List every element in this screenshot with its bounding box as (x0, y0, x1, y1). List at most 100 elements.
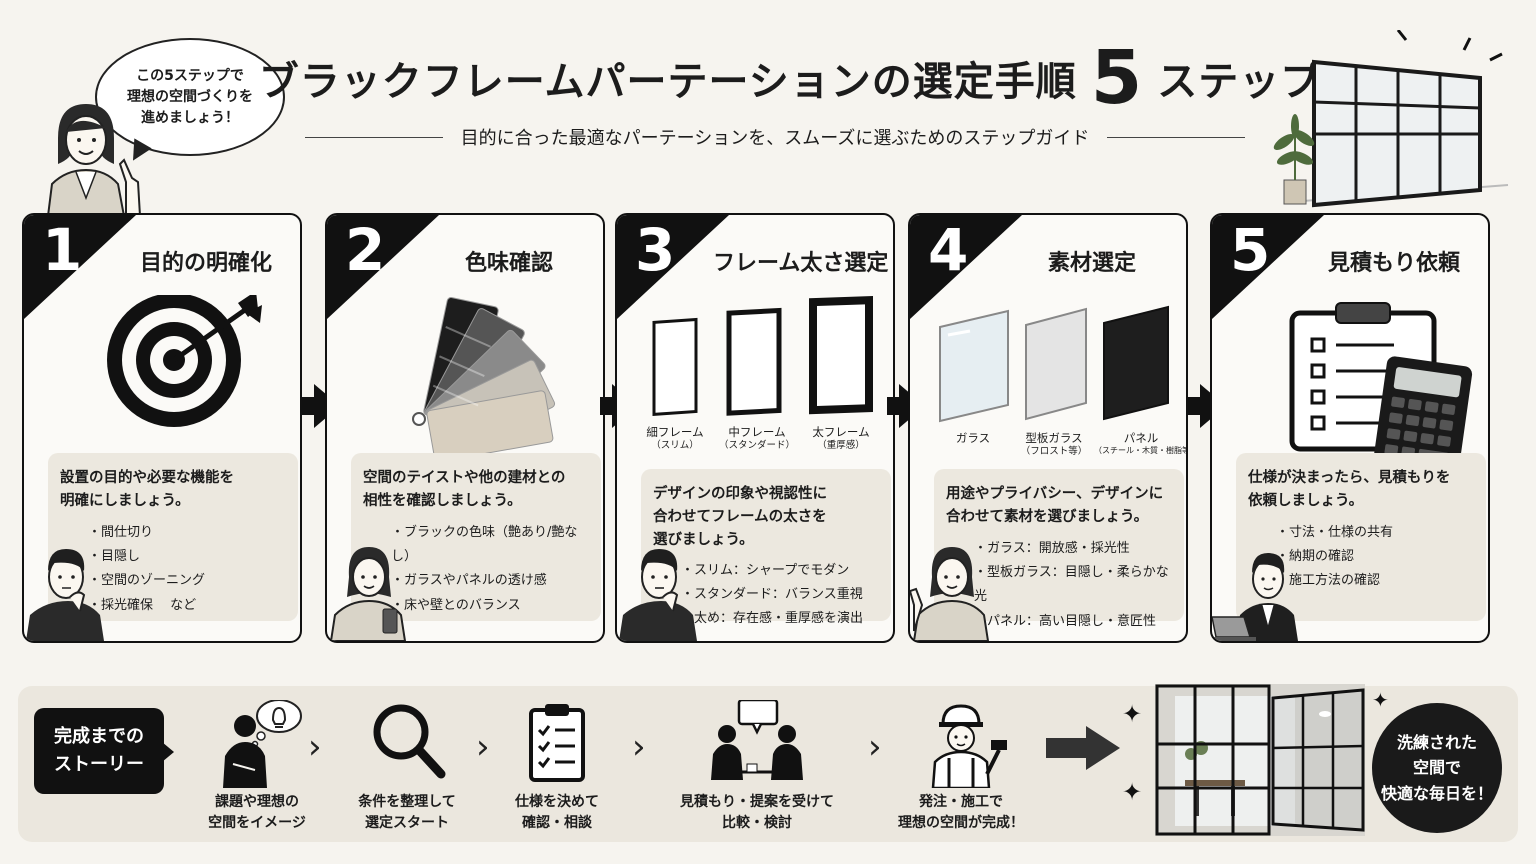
story-caption: 確認・相談 (522, 815, 592, 831)
final-line-3: 快適な毎日を！ (1380, 783, 1493, 803)
option-label-medium: 中フレーム （スタンダード） (715, 425, 799, 452)
bullet-list: ガラス：開放感・採光性 型板ガラス：目隠し・柔らかな光 パネル：高い目隠し・意匠… (946, 537, 1172, 633)
list-item: 目隠し (88, 545, 286, 569)
material-panels-icons (939, 305, 1169, 423)
bubble-line-2: 理想の空間づくりを (127, 88, 253, 105)
story-label-line-1: 完成までの (54, 726, 144, 748)
option-name: 型板ガラス (1025, 431, 1083, 445)
desc-line: 合わせて素材を選びましょう。 (946, 509, 1149, 526)
list-item: 間仕切り (88, 521, 286, 545)
option-sub: （重厚感） (817, 439, 865, 451)
final-line-1: 洗練された (1396, 732, 1477, 752)
step-number: 4 (928, 216, 969, 284)
color-swatch-fan-icon (412, 297, 556, 463)
final-line-2: 空間で (1412, 758, 1461, 778)
story-step-5: 発注・施工で 理想の空間が完成！ (876, 700, 1046, 840)
title-suffix: ステップ (1157, 59, 1322, 105)
bubble-line-3: 進めましょう！ (141, 109, 239, 126)
list-item: ガラス：開放感・採光性 (974, 537, 1172, 561)
option-name: 細フレーム (646, 425, 704, 439)
story-step-2: 条件を整理して 選定スタート (322, 700, 492, 840)
clipboard-calculator-icon (1289, 302, 1473, 474)
option-name: ガラス (955, 431, 991, 445)
step-description: デザインの印象や視認性に 合わせてフレームの太さを 選びましょう。 スリム：シャ… (641, 469, 891, 626)
pointing-woman-illustration (910, 547, 990, 641)
step-title: 素材選定 (1047, 251, 1136, 276)
target-icon (107, 295, 262, 427)
step-number: 2 (345, 216, 386, 284)
story-caption: 課題や理想の (215, 794, 299, 810)
step-card-5: 5 見積もり依頼 仕様が決まったら、見積 (1210, 213, 1490, 643)
frame-thickness-icons (652, 296, 873, 417)
story-step-3: 仕様を決めて 確認・相談 (472, 700, 642, 840)
step-arrow-stem (1188, 397, 1202, 415)
subtitle-divider-left (305, 136, 443, 138)
option-name: 太フレーム (812, 425, 870, 439)
meeting-icon (711, 700, 803, 780)
thinking-person-icon (223, 700, 302, 788)
desc-line: 依頼しましょう。 (1248, 493, 1364, 510)
step-number: 5 (1230, 216, 1271, 284)
list-item: ブラックの色味（艶あり/艶なし） (391, 521, 589, 569)
chevron-right-icon: › (868, 727, 882, 767)
step-title: フレーム太さ選定 (713, 251, 889, 276)
list-item: パネル：高い目隠し・意匠性 (974, 610, 1172, 634)
option-label-patterned-glass: 型板ガラス （フロスト等） (1016, 431, 1092, 458)
big-arrow-right-icon (1046, 726, 1120, 770)
list-item: 採光確保 など (88, 594, 286, 618)
bullet-list: 寸法・仕様の共有 納期の確認 施工方法の確認 (1248, 521, 1474, 593)
step-card-1: 1 目的の明確化 設置の目的や必要な機能を 明確にしましょう。 間仕切り 目隠し… (22, 213, 302, 643)
list-item: 施工方法の確認 (1276, 569, 1474, 593)
woman-with-phone-illustration (329, 547, 407, 641)
title-main: ブラックフレームパーテーションの選定手順 (258, 59, 1077, 105)
list-item: ガラスやパネルの透け感 (391, 569, 589, 593)
story-step-4: 見積もり・提案を受けて 比較・検討 (672, 700, 842, 840)
story-caption: 選定スタート (365, 815, 449, 831)
bullet-list: 間仕切り 目隠し 空間のゾーニング 採光確保 など (60, 521, 286, 617)
option-sub: （スリム） (651, 439, 699, 451)
desc-line: 選びましょう。 (653, 532, 754, 549)
step-number: 3 (635, 216, 676, 284)
list-item: 太め：存在感・重厚感を演出 (681, 607, 879, 631)
step-arrow-stem (887, 397, 901, 415)
title-number: 5 (1090, 35, 1144, 121)
story-label: 完成までの ストーリー (34, 708, 164, 794)
option-sub: （スチール・木質・樹脂等） (1094, 445, 1188, 455)
thinking-man-illustration (619, 549, 697, 641)
step-title: 色味確認 (464, 251, 553, 276)
subtitle-divider-right (1107, 136, 1245, 138)
chevron-right-icon: › (308, 727, 322, 767)
story-step-1: 課題や理想の 空間をイメージ (172, 700, 342, 840)
chevron-right-icon: › (632, 727, 646, 767)
step-description: 仕様が決まったら、見積もりを 依頼しましょう。 寸法・仕様の共有 納期の確認 施… (1236, 453, 1486, 621)
bullet-list: ブラックの色味（艶あり/艶なし） ガラスやパネルの透け感 床や壁とのバランス (363, 521, 589, 617)
story-caption: 発注・施工で (919, 794, 1003, 810)
option-label-thin: 細フレーム （スリム） (637, 425, 713, 452)
story-caption: 比較・検討 (722, 815, 792, 831)
list-item: 寸法・仕様の共有 (1276, 521, 1474, 545)
magnifier-icon (373, 704, 446, 779)
step-arrow-stem (302, 397, 316, 415)
sparkle-icon: ✦ (1372, 688, 1389, 712)
subtitle-row: 目的に合った最適なパーテーションを、スムーズに選ぶためのステップガイド (305, 122, 1245, 152)
step-number: 1 (42, 216, 83, 284)
list-item: 空間のゾーニング (88, 569, 286, 593)
step-description: 用途やプライバシー、デザインに 合わせて素材を選びましょう。 ガラス：開放感・採… (934, 469, 1184, 629)
list-item: 床や壁とのバランス (391, 594, 589, 618)
subtitle: 目的に合った最適なパーテーションを、スムーズに選ぶためのステップガイド (460, 128, 1090, 149)
desc-line: 用途やプライバシー、デザインに (946, 486, 1164, 502)
bubble-line-1: この5ステップで (136, 67, 244, 84)
businessman-laptop-illustration (1212, 553, 1298, 641)
story-caption: 空間をイメージ (208, 815, 306, 831)
list-item: 納期の確認 (1276, 545, 1474, 569)
step-card-3: 3 フレーム太さ選定 細フレーム （スリム） 中フレーム （スタンダード） 太フ… (615, 213, 895, 643)
option-name: パネル (1123, 431, 1159, 445)
guide-woman-illustration (46, 104, 142, 216)
option-label-panel: パネル （スチール・木質・樹脂等） (1094, 431, 1188, 456)
desc-line: デザインの印象や視認性に (653, 486, 827, 502)
sparkle-icon: ✦ (1122, 700, 1143, 728)
desc-line: 合わせてフレームの太さを (653, 509, 827, 526)
desc-line: 相性を確認しましょう。 (363, 493, 522, 510)
step-description: 空間のテイストや他の建材との 相性を確認しましょう。 ブラックの色味（艶あり/艶… (351, 453, 601, 621)
desc-line: 設置の目的や必要な機能を (60, 470, 234, 486)
